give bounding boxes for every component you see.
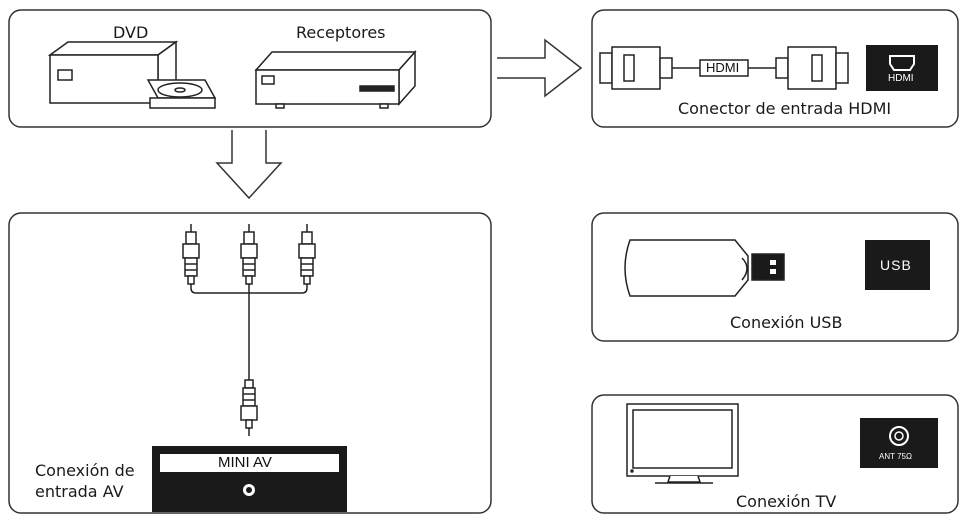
dvd-label: DVD [113,23,149,42]
hdmi-port-icon [866,45,938,91]
hdmi-panel [591,9,959,128]
tv-caption: Conexión TV [736,492,837,511]
receiver-icon [254,50,417,109]
mini-av-port-icon [152,446,347,512]
hdmi-cable-icon [599,46,849,90]
tv-icon [626,403,739,484]
usb-stick-icon [624,239,785,297]
tv-panel [591,394,959,514]
mini-av-label: MINI AV [218,454,272,471]
arrow-right-icon [497,38,583,98]
antenna-port-icon [860,418,938,468]
av-caption-line2: entrada AV [35,482,124,501]
rca-plugs-icon [182,224,316,285]
av-cable-icon [190,284,308,436]
hdmi-cable-label: HDMI [706,60,740,75]
dvd-player-icon [47,40,217,109]
av-panel [8,212,492,514]
receivers-label: Receptores [296,23,386,42]
hdmi-caption: Conector de entrada HDMI [678,99,892,118]
usb-caption: Conexión USB [730,313,843,332]
av-caption-line1: Conexión de [35,461,135,480]
antenna-port-label: ANT 75Ω [879,452,912,461]
usb-port-icon [865,240,930,290]
usb-port-label: USB [880,257,912,273]
hdmi-port-label: HDMI [888,73,914,84]
usb-panel [591,212,959,342]
arrow-down-icon [215,130,283,200]
sources-panel [8,9,492,128]
